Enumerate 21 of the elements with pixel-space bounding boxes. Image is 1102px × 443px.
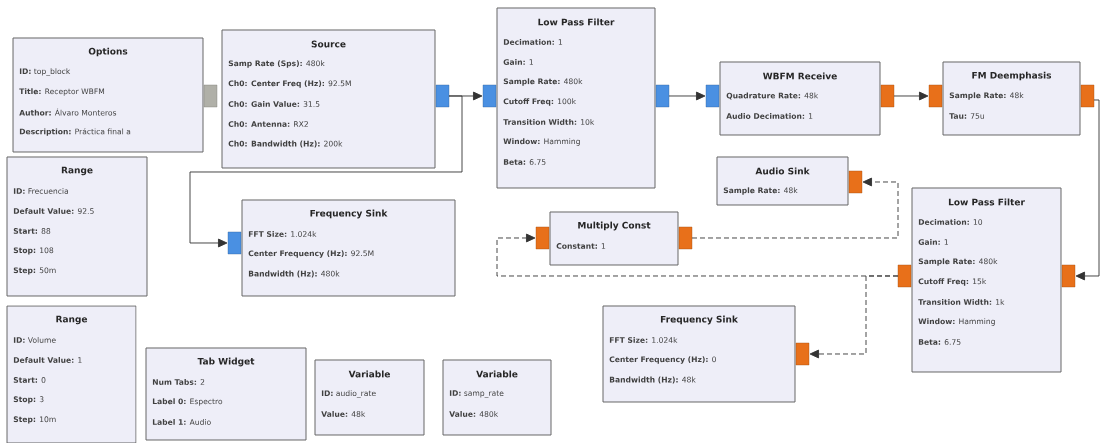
arrow (893, 91, 929, 101)
arrow (668, 91, 706, 101)
block-title: Variable (348, 370, 390, 378)
block-title: Multiply Const (578, 221, 651, 231)
arrow (809, 275, 899, 359)
arrow (1075, 99, 1100, 281)
block-title: WBFM Receive (763, 72, 837, 80)
block-title: Source (311, 40, 346, 48)
block-title: Low Pass Filter (538, 18, 615, 26)
block-title: Frequency Sink (660, 315, 739, 325)
block-title: Frequency Sink (310, 209, 388, 219)
block-title: FM Deemphasis (972, 71, 1052, 81)
block-title: Options (88, 47, 128, 57)
block-title: Tab Widget (197, 357, 255, 367)
block-title: Range (61, 166, 93, 176)
block-title: Variable (476, 370, 518, 378)
block-title: Range (56, 315, 88, 325)
arrow (189, 95, 463, 248)
arrow (691, 177, 899, 239)
block-title: Audio Sink (755, 167, 810, 175)
block-title: Low Pass Filter (948, 198, 1025, 206)
